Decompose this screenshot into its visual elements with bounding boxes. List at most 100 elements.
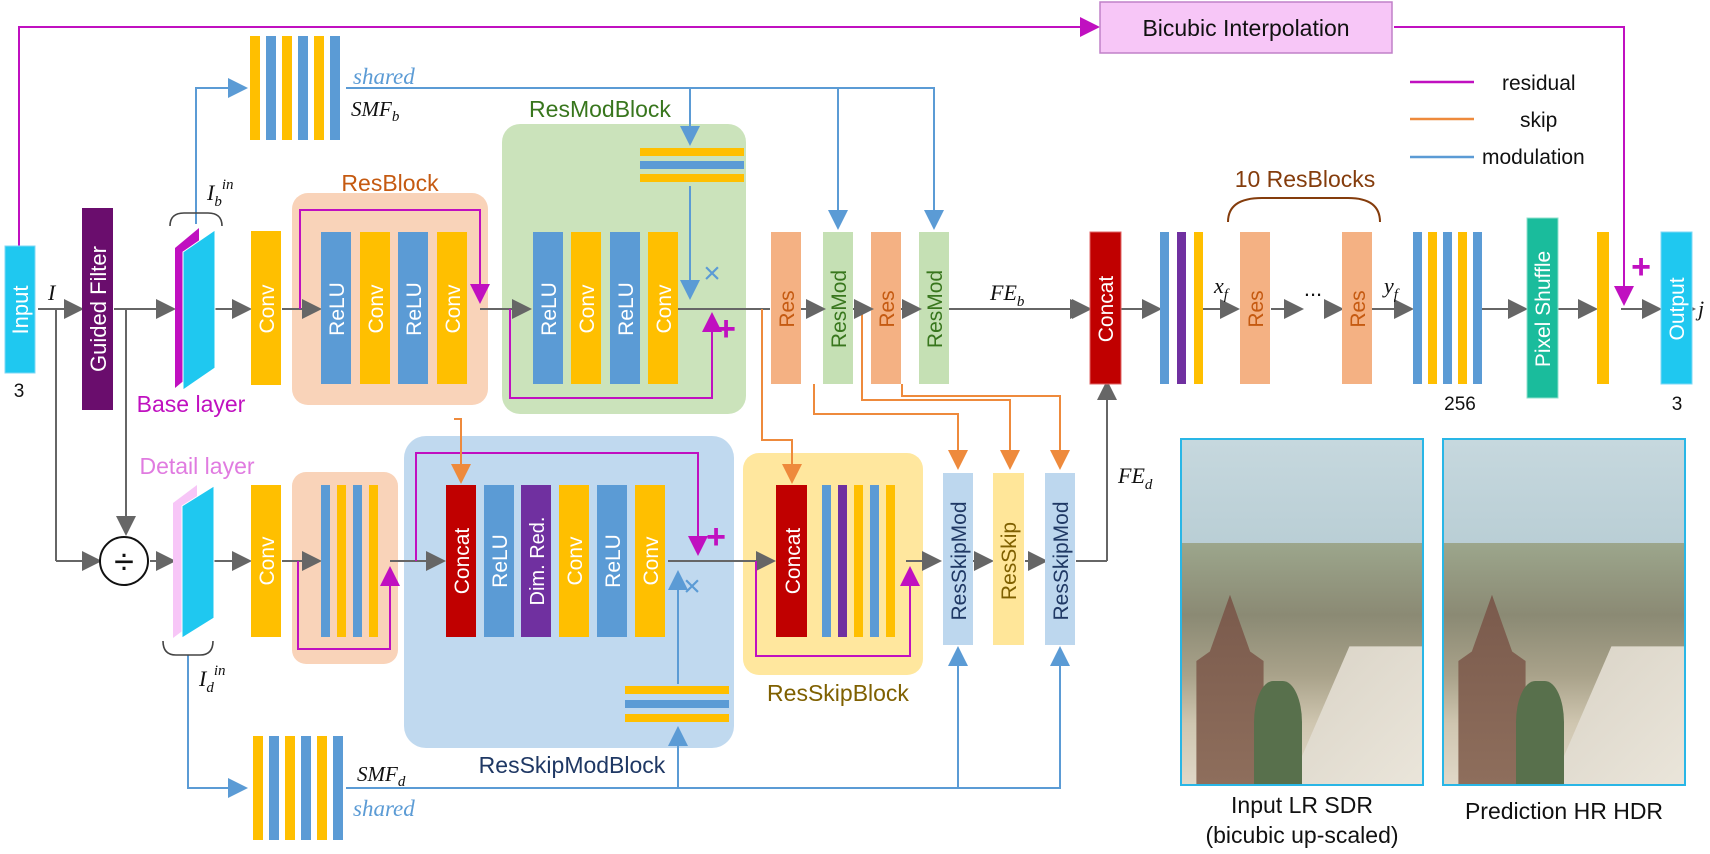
ten-resblocks-brace [1227, 197, 1381, 223]
plus-symbol-output: + [1631, 248, 1651, 286]
conv-label-rsmb2: Conv [640, 536, 663, 586]
base-layer-label: Base layer [137, 391, 246, 417]
divide-operator [99, 536, 149, 586]
concat-block-rsmb [446, 485, 476, 637]
bicubic-interpolation-box [1099, 1, 1393, 54]
feature-stack-256 [1413, 232, 1482, 384]
res-block-10-last [1342, 232, 1372, 384]
concat-label-rsmb: Concat [451, 528, 474, 595]
relu-label-rsmb1: ReLU [489, 534, 512, 588]
resskipblock-title: ResSkipBlock [767, 680, 909, 706]
dim-red-label: Dim. Red. [527, 517, 549, 606]
detail-layer-cyan [181, 485, 215, 639]
conv-label-rsmb1: Conv [564, 536, 587, 586]
pixel-shuffle-block [1526, 217, 1559, 399]
resmod-modulation-stack [640, 148, 744, 182]
resskipblock-group [743, 453, 923, 675]
rsmb-modulation-stack [625, 686, 729, 722]
input-caption-line2: (bicubic up-scaled) [1205, 822, 1399, 848]
relu-block-rb1 [321, 232, 351, 384]
multiply-symbol-rsmb: × [683, 570, 701, 603]
legend-residual: residual [1502, 72, 1576, 95]
res-label-1: Res [776, 290, 799, 327]
smf-b-stack [250, 36, 340, 140]
detail-layer-label: Detail layer [139, 453, 254, 479]
res-label-10-last: Res [1347, 290, 1370, 327]
concat-label-main: Concat [1095, 276, 1118, 343]
smf-d-label: SMFd [357, 762, 406, 790]
I-label: I [47, 280, 57, 305]
j-label: j [1695, 296, 1704, 321]
Ib-label: Ibin [206, 177, 234, 210]
prediction-image-caption: Prediction HR HDR [1432, 796, 1696, 826]
plus-symbol-rsmb: + [706, 518, 726, 556]
relu-label-rb1: ReLU [326, 282, 349, 336]
resmod-block-2 [919, 232, 949, 384]
conv-block-rsmb2 [635, 485, 665, 637]
relu-label-rmb1: ReLU [538, 282, 561, 336]
feature-stack-after-concat [1160, 232, 1203, 384]
Id-label: Idin [198, 663, 226, 696]
conv-block-rmb1 [571, 232, 601, 384]
input-lr-sdr-image [1180, 438, 1424, 786]
conv-block-rmb2 [648, 232, 678, 384]
resblock-title: ResBlock [341, 170, 439, 196]
pixel-shuffle-label: Pixel Shuffle [1532, 251, 1555, 367]
smf-d-stack [253, 736, 343, 840]
conv-block-base [251, 231, 281, 385]
relu-block-rb2 [398, 232, 428, 384]
FEb-label: FEb [989, 280, 1025, 310]
plus-symbol-rmb: + [716, 310, 736, 348]
resskipmod-block-2 [1045, 473, 1075, 645]
ellipsis: ... [1304, 276, 1322, 301]
resskipmodblock-title: ResSkipModBlock [479, 752, 666, 778]
Id-brace [162, 640, 214, 656]
relu-label-rb2: ReLU [403, 282, 426, 336]
xf-label: xf [1213, 273, 1230, 303]
shared-b-label: shared [353, 64, 415, 89]
conv-label-rb1: Conv [365, 284, 388, 334]
conv-label-base: Conv [256, 284, 279, 334]
Ib-brace [169, 212, 223, 227]
resskipmod-label-2: ResSkipMod [1050, 501, 1073, 620]
res-block-10-first [1240, 232, 1270, 384]
base-layer-cyan [182, 229, 216, 391]
conv-label-rb2: Conv [442, 284, 465, 334]
conv-block-rsmb1 [559, 485, 589, 637]
concat-block-rsb [776, 485, 807, 637]
smf-b-label: SMFb [351, 97, 400, 125]
guided-filter-label: Guided Filter [86, 246, 111, 372]
res-label-10-first: Res [1245, 290, 1268, 327]
input-block [4, 245, 36, 374]
FEd-label: FEd [1117, 463, 1153, 493]
conv-label-detail: Conv [256, 536, 279, 586]
resmodblock-title: ResModBlock [529, 96, 671, 122]
legend-modulation: modulation [1482, 146, 1585, 169]
shared-d-label: shared [353, 796, 415, 821]
res-block-2 [871, 232, 901, 384]
res-block-1 [771, 232, 801, 384]
res-label-2: Res [876, 290, 899, 327]
ten-resblocks-title: 10 ResBlocks [1235, 166, 1376, 192]
channels-256: 256 [1444, 394, 1476, 415]
conv-label-rmb2: Conv [653, 284, 676, 334]
output-channels: 3 [1672, 394, 1683, 415]
relu-label-rmb2: ReLU [615, 282, 638, 336]
legend: residual skip modulation [1410, 72, 1585, 169]
prediction-hr-hdr-image [1442, 438, 1686, 786]
divide-symbol: ÷ [114, 541, 134, 582]
multiply-symbol-rmb: × [703, 257, 721, 290]
relu-label-rsmb2: ReLU [602, 534, 625, 588]
conv-block-rb2 [437, 232, 467, 384]
relu-block-rsmb1 [484, 485, 514, 637]
resskip-block [993, 473, 1024, 645]
input-image-caption: Input LR SDR (bicubic up-scaled) [1180, 790, 1424, 850]
detail-resblock-stack [321, 485, 378, 637]
input-caption-line1: Input LR SDR [1231, 792, 1373, 818]
resmod-label-1: ResMod [828, 270, 851, 348]
input-channels: 3 [14, 381, 25, 402]
resmod-label-2: ResMod [924, 270, 947, 348]
concat-block-main [1089, 231, 1122, 385]
yf-label: yf [1382, 273, 1400, 303]
